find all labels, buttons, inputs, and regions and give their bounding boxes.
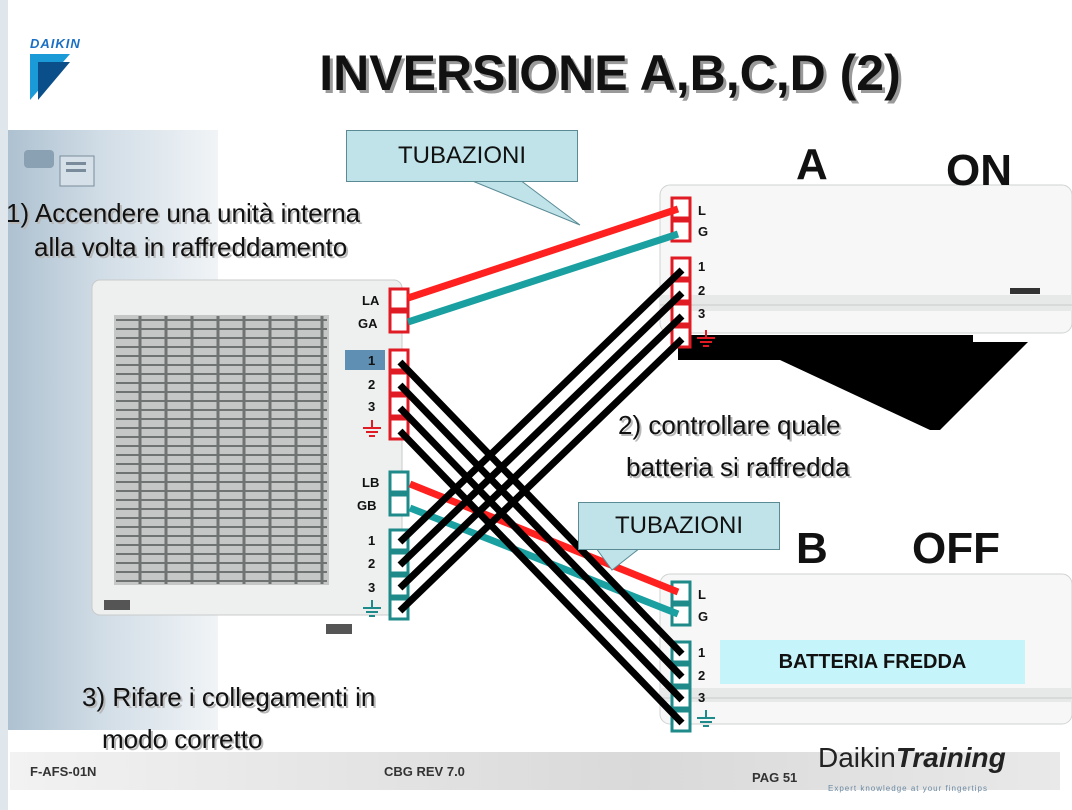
indoor-b-label-3: 3 [698,690,706,705]
step-1-line-1: 1) Accendere una unità interna [6,198,361,228]
ground-icon-indoor-a [697,330,715,347]
terminal-label-gb: GB [357,498,377,513]
step-1-line-2: alla volta in raffreddamento [34,232,348,262]
terminal-label-ga: GA [358,316,378,331]
indoor-unit-a [659,184,1072,334]
liquid-pipe-a [406,205,680,302]
down-arrow-icon [678,335,1028,430]
terminal-label-b-2: 2 [368,556,376,571]
wire-b-to-a-2 [397,290,685,568]
daikin-logo-icon [30,54,70,100]
footer-bar [10,752,1060,790]
indoor-b-label-g: G [698,609,709,624]
indoor-a-label-2: 2 [698,283,706,298]
footer-code: F-AFS-01N [30,764,97,779]
wire-b-to-a-3 [397,313,685,591]
terminal-label-a-2: 2 [368,377,376,392]
office-clipart-icon [24,150,95,187]
brand-plain: Daikin [818,742,896,773]
brand-tagline: Expert knowledge at your fingertips [828,784,988,793]
page-title: INVERSIONE A,B,C,D (2) [319,45,901,101]
step-2-line-2: batteria si raffredda [626,452,850,482]
terminal-label-lb: LB [362,475,380,490]
indoor-a-label-l: L [698,203,706,218]
indoor-b-label-l: L [698,587,706,602]
left-edge-strip [0,0,8,810]
brand-bold: Training [895,742,1006,773]
daikin-logo-text: DAIKIN [30,36,81,51]
ground-icon-indoor-b [697,710,715,727]
terminal-label-b-3: 3 [368,580,376,595]
indoor-a-label-g: G [698,224,709,239]
indoor-b-label-2: 2 [698,668,706,683]
terminal-label-a-3: 3 [368,399,376,414]
wire-a-to-b-1 [397,359,685,657]
outdoor-a-pipe-terminal-1 [388,310,410,334]
batteria-fredda-badge: BATTERIA FREDDA [720,640,1025,684]
footer-revision: CBG REV 7.0 [384,764,465,779]
gas-pipe-a [406,230,680,326]
unit-b-state: OFF [912,524,1000,573]
callout-tubazioni-top: TUBAZIONI [346,130,578,182]
terminal-label-la: LA [362,293,380,308]
callout-pointer-top [469,179,581,226]
unit-a-state: ON [946,146,1012,195]
outdoor-b-pipe-terminal-1 [388,493,410,517]
wire-a-to-b-2 [397,382,685,680]
ground-icon-outdoor-b [363,600,381,617]
outdoor-a-pipe-terminal-0 [388,287,410,311]
unit-a-label: A [796,140,828,189]
outdoor-b-pipe-terminal-0 [388,470,410,494]
unit-b-label: B [796,524,828,573]
terminal-label-b-1: 1 [368,533,376,548]
ground-icon-outdoor-a [363,420,381,437]
indoor-b-label-1: 1 [698,645,706,660]
callout-tubazioni-bottom: TUBAZIONI [578,502,780,550]
wire-a-to-b-3 [397,405,685,703]
daikin-training-brand: DaikinTraining [818,742,1006,774]
wire-b-to-a-4 [397,336,685,614]
terminal-label-a-1: 1 [368,353,376,368]
outdoor-unit [91,279,403,634]
step-3-line-1: 3) Rifare i collegamenti in [82,682,376,712]
step-3-line-2: modo corretto [102,724,263,754]
wire-a-to-b-4 [397,428,685,726]
indoor-a-label-3: 3 [698,306,706,321]
step-2-line-1: 2) controllare quale [618,410,841,440]
footer-page-number: PAG 51 [752,770,798,785]
wire-b-to-a-1 [397,267,685,545]
indoor-a-label-1: 1 [698,259,706,274]
